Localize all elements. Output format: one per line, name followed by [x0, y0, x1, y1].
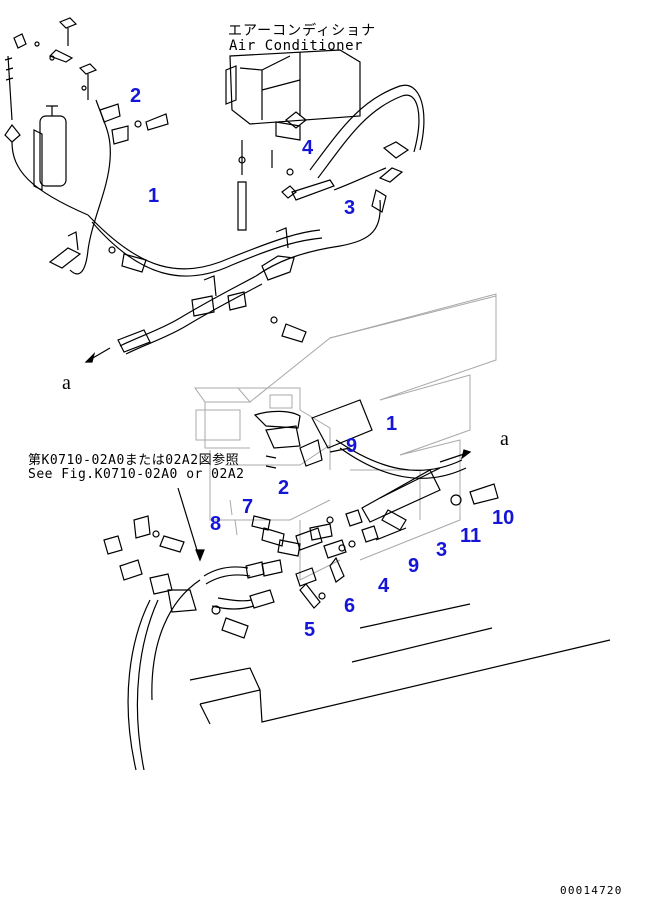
- drawing-code: 00014720: [560, 884, 623, 897]
- reference-jp: 第K0710-02A0または02A2図参照: [28, 453, 240, 468]
- callout-7: 7: [242, 496, 254, 518]
- callout-11: 11: [460, 525, 482, 547]
- callout-2-bottom: 2: [278, 477, 290, 499]
- callout-1-bottom: 1: [386, 413, 398, 435]
- callout-1-top: 1: [148, 185, 160, 207]
- callout-3-bottom: 3: [436, 539, 448, 561]
- watermark-graphic: [194, 293, 497, 581]
- callout-9-upper: 9: [346, 435, 358, 457]
- callout-6: 6: [344, 595, 356, 617]
- connector-mark-bottom: a: [500, 428, 509, 450]
- callout-4-bottom: 4: [378, 575, 390, 597]
- line-art: [4, 17, 611, 771]
- callout-4-top: 4: [302, 137, 314, 159]
- header-en: Air Conditioner: [229, 38, 363, 54]
- callout-9-lower: 9: [408, 555, 420, 577]
- header-jp: エアーコンディショナ: [228, 23, 377, 39]
- callout-5: 5: [304, 619, 316, 641]
- callout-10: 10: [492, 507, 515, 529]
- callout-8: 8: [210, 513, 222, 535]
- callout-2-top: 2: [130, 85, 142, 107]
- reference-en: See Fig.K0710-02A0 or 02A2: [28, 467, 245, 482]
- connector-mark-top: a: [62, 372, 71, 394]
- callout-3-top: 3: [344, 197, 356, 219]
